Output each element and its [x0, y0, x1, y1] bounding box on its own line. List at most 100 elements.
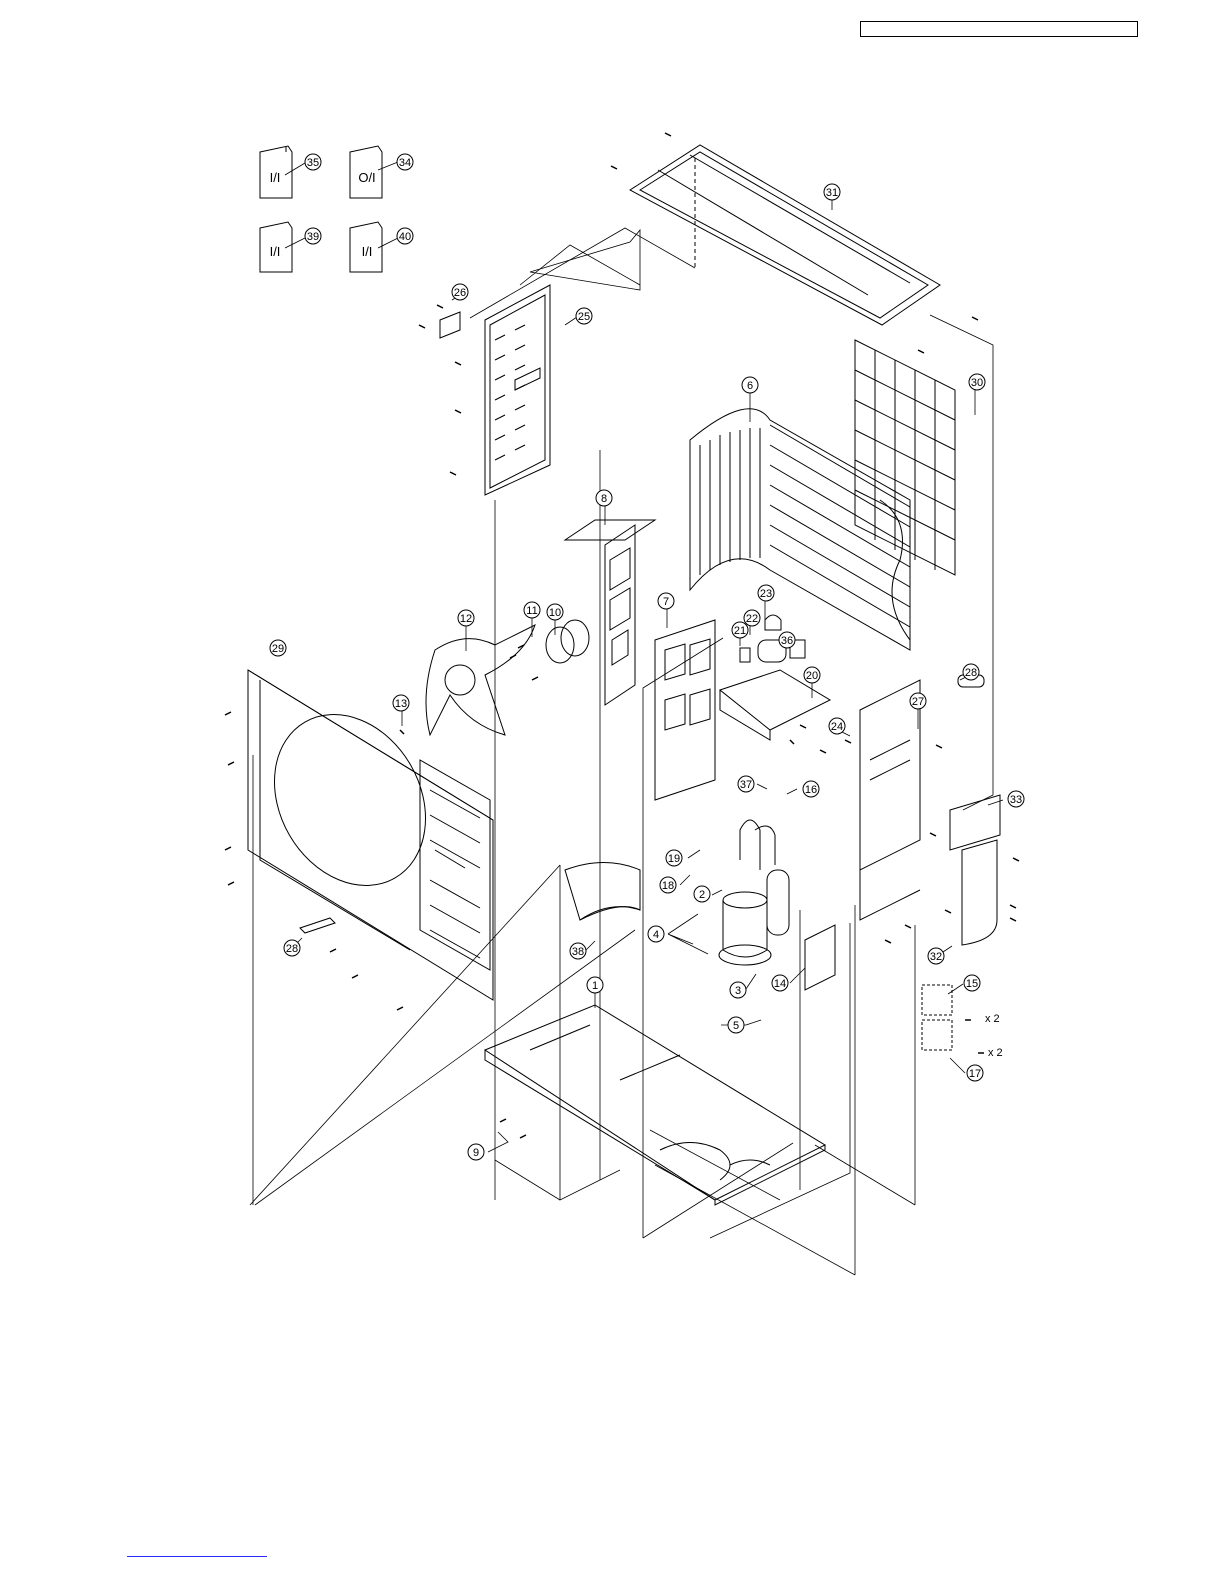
propeller-fan [426, 625, 535, 735]
callout-bubble: 37 [738, 776, 754, 792]
callout-number: 30 [971, 377, 983, 389]
callout-number: 13 [395, 698, 407, 710]
sound-insulation [565, 863, 640, 921]
footer-link-underline[interactable] [127, 1556, 267, 1557]
callout-bubble: 15 [964, 975, 980, 991]
callout-number: 38 [572, 946, 584, 958]
fan-motor [546, 620, 589, 663]
callout-bubble: 28 [963, 664, 979, 680]
callout-bubble: 38 [570, 943, 586, 959]
callout-number: 32 [930, 951, 942, 963]
callout-number: 9 [473, 1147, 479, 1159]
condenser-coil [690, 409, 910, 650]
callout-number: 28 [965, 667, 977, 679]
callout-number: 33 [1010, 794, 1022, 806]
callout-bubble: 31 [824, 184, 840, 200]
manual-label: I/I [270, 170, 281, 185]
callout-number: 37 [740, 779, 752, 791]
callout-number: 3 [735, 985, 741, 997]
callout-number: 39 [307, 231, 319, 243]
callout-bubble: 24 [829, 718, 845, 734]
manual-label: O/I [358, 170, 375, 185]
callout-number: 16 [805, 784, 817, 796]
callout-number: 10 [549, 607, 561, 619]
base-pan [485, 1005, 825, 1205]
side-panel-right [860, 680, 920, 920]
callout-bubble: 36 [779, 632, 795, 648]
callout-bubble: 20 [804, 667, 820, 683]
assembly-guide-lines [250, 228, 993, 1275]
callout-number: 2 [699, 889, 705, 901]
callout-bubble: 2 [694, 886, 710, 902]
callout-bubble: 8 [596, 490, 612, 506]
terminal-block [805, 925, 835, 990]
partition-plate [655, 620, 715, 800]
screws [225, 133, 1019, 1138]
compressor [719, 820, 789, 965]
callout-bubble: 1 [587, 977, 603, 993]
callout-bubble: 10 [547, 604, 563, 620]
callout-bubble: 25 [576, 308, 592, 324]
callout-bubble: 3 [730, 982, 746, 998]
callout-bubble: 19 [666, 850, 682, 866]
callout-number: 17 [969, 1068, 981, 1080]
callout-number: 27 [912, 696, 924, 708]
callout-number: 24 [831, 721, 843, 733]
callout-bubble: 28 [284, 940, 300, 956]
quantity-label: x 2 [988, 1047, 1003, 1059]
handle-front [300, 918, 335, 933]
callout-number: 29 [272, 643, 284, 655]
callout-bubble: 11 [524, 602, 540, 618]
manual-label: I/I [270, 244, 281, 259]
callout-number: 36 [781, 635, 793, 647]
callout-bubble: 5 [728, 1017, 744, 1033]
callout-bubble: 35 [305, 154, 321, 170]
callout-number: 26 [454, 287, 466, 299]
valve-cover [950, 795, 1000, 945]
callout-leaders [285, 162, 1003, 1152]
callout-number: 18 [662, 880, 674, 892]
callout-number: 15 [966, 978, 978, 990]
callout-bubble: 40 [397, 228, 413, 244]
callout-number: 25 [578, 311, 590, 323]
callout-bubble: 34 [397, 154, 413, 170]
callout-number: 7 [663, 596, 669, 608]
callout-bubble: 29 [270, 640, 286, 656]
callout-bubble: 13 [393, 695, 409, 711]
callout-number: 23 [760, 588, 772, 600]
callout-bubble: 17 [967, 1065, 983, 1081]
callout-bubble: 39 [305, 228, 321, 244]
callout-number: 40 [399, 231, 411, 243]
callout-number: 12 [460, 613, 472, 625]
callout-bubble: 23 [758, 585, 774, 601]
callout-bubble: 6 [742, 377, 758, 393]
callout-number: 20 [806, 670, 818, 682]
rear-grille [855, 340, 955, 575]
front-panel [244, 670, 493, 1000]
callout-bubble: 12 [458, 610, 474, 626]
callout-bubble: 4 [648, 926, 664, 942]
callout-bubble: 16 [803, 781, 819, 797]
callout-number: 5 [733, 1020, 739, 1032]
callout-number: 8 [601, 493, 607, 505]
side-panel-left [440, 285, 550, 495]
wire-clip-inset [922, 985, 952, 1050]
callout-number: 1 [592, 980, 598, 992]
top-panel [630, 145, 940, 325]
callout-number: 4 [653, 929, 659, 941]
callout-bubble: 22 [744, 610, 760, 626]
callout-bubble: 18 [660, 877, 676, 893]
callout-bubble: 26 [452, 284, 468, 300]
callout-number: 6 [747, 380, 753, 392]
callout-number: 14 [774, 978, 786, 990]
callout-number: 31 [826, 187, 838, 199]
motor-bracket [565, 520, 655, 705]
callout-number: 21 [734, 625, 746, 637]
callout-number: 34 [399, 157, 411, 169]
callout-bubble: 14 [772, 975, 788, 991]
callout-bubble: 9 [468, 1144, 484, 1160]
callout-number: 22 [746, 613, 758, 625]
quantity-label: x 2 [985, 1013, 1000, 1025]
callout-number: 35 [307, 157, 319, 169]
